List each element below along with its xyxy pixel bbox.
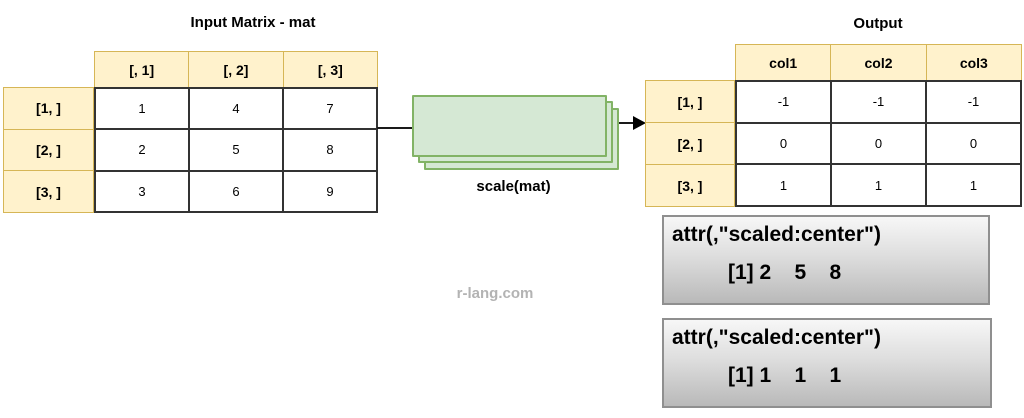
input-matrix-column-headers: [, 1] [, 2] [, 3] xyxy=(94,51,378,88)
output-col-header: col1 xyxy=(736,45,831,80)
matrix-cell: 6 xyxy=(190,171,282,211)
attr-center-box-2: attr(,"scaled:center") [1] 1 1 1 xyxy=(662,318,992,408)
output-row-header: [3, ] xyxy=(646,165,734,206)
matrix-cell: 3 xyxy=(96,171,188,211)
input-row-header: [1, ] xyxy=(4,88,93,129)
input-row-header: [2, ] xyxy=(4,129,93,171)
input-matrix-data-grid: 1 4 7 2 5 8 3 6 9 xyxy=(94,87,378,213)
connector-line-input-to-process xyxy=(377,127,413,129)
process-sheet-front xyxy=(412,95,607,157)
matrix-cell: 7 xyxy=(284,89,376,129)
matrix-cell: 1 xyxy=(927,165,1020,205)
matrix-cell: 1 xyxy=(96,89,188,129)
matrix-cell: 1 xyxy=(737,165,830,205)
input-col-header: [, 2] xyxy=(189,52,283,87)
matrix-cell: 0 xyxy=(832,123,925,164)
matrix-cell: 0 xyxy=(927,123,1020,164)
attr-box-title: attr(,"scaled:center") xyxy=(672,326,881,349)
output-row-header: [2, ] xyxy=(646,123,734,164)
output-matrix-column-headers: col1 col2 col3 xyxy=(735,44,1022,81)
input-matrix-row-headers: [1, ] [2, ] [3, ] xyxy=(3,87,94,213)
output-col-header: col3 xyxy=(926,45,1021,80)
input-matrix-title: Input Matrix - mat xyxy=(190,14,316,31)
matrix-cell: 2 xyxy=(96,130,188,170)
attr-center-box-1: attr(,"scaled:center") [1] 2 5 8 xyxy=(662,215,990,305)
attr-box-title: attr(,"scaled:center") xyxy=(672,223,881,246)
matrix-cell: 8 xyxy=(284,130,376,170)
matrix-cell: 1 xyxy=(832,165,925,205)
connector-line-process-to-output xyxy=(619,122,635,124)
matrix-cell: 9 xyxy=(284,171,376,211)
input-col-header: [, 1] xyxy=(95,52,189,87)
matrix-cell: -1 xyxy=(737,82,830,122)
input-col-header: [, 3] xyxy=(283,52,377,87)
matrix-cell: 4 xyxy=(190,89,282,129)
output-matrix-data-grid: -1 -1 -1 0 0 0 1 1 1 xyxy=(735,80,1022,207)
output-row-header: [1, ] xyxy=(646,81,734,122)
output-col-header: col2 xyxy=(831,45,926,80)
attr-box-values: [1] 2 5 8 xyxy=(728,261,842,285)
watermark: r-lang.com xyxy=(456,285,534,302)
matrix-cell: -1 xyxy=(927,82,1020,122)
arrow-right-icon xyxy=(633,116,646,130)
output-matrix-row-headers: [1, ] [2, ] [3, ] xyxy=(645,80,735,207)
output-matrix-title: Output xyxy=(853,15,903,32)
matrix-cell: 5 xyxy=(190,130,282,170)
process-label: scale(mat) xyxy=(476,178,551,195)
attr-box-values: [1] 1 1 1 xyxy=(728,364,842,388)
matrix-cell: -1 xyxy=(832,82,925,122)
input-row-header: [3, ] xyxy=(4,171,93,212)
matrix-cell: 0 xyxy=(737,123,830,164)
